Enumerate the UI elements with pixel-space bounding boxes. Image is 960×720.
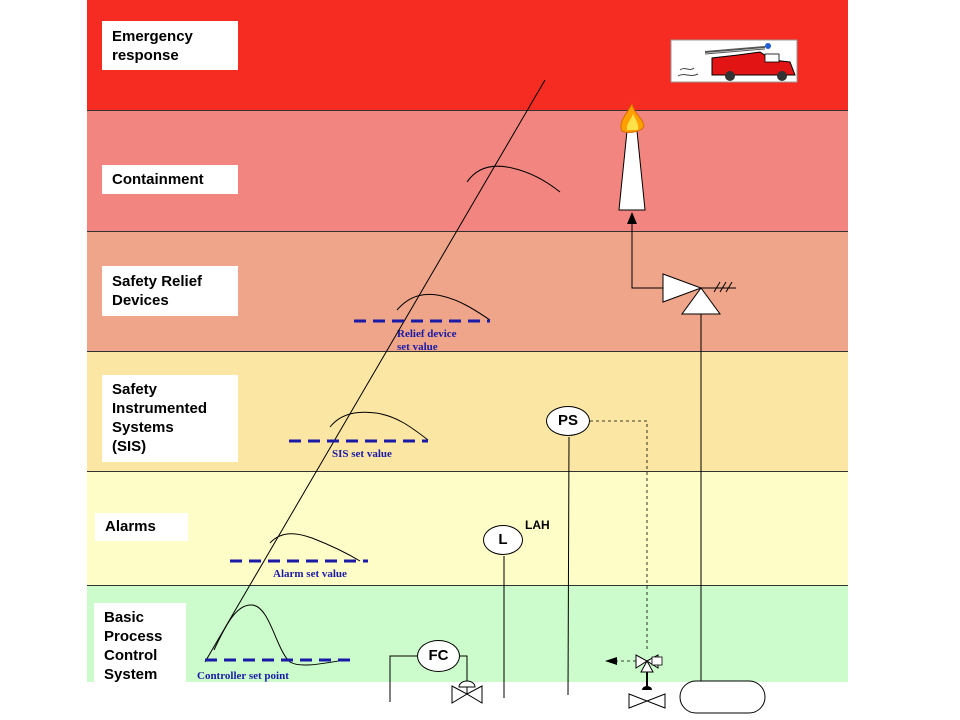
containment-excursion-curve xyxy=(466,165,561,193)
alarm-set-value-label: Alarm set value xyxy=(273,568,347,580)
ps-signal-line xyxy=(590,420,648,652)
level-instrument: L xyxy=(483,525,523,555)
band-alarms xyxy=(87,472,848,586)
sis-excursion-curve xyxy=(329,411,429,441)
control-valve-icon xyxy=(451,680,483,704)
ps-instrument: PS xyxy=(546,406,590,436)
sis-shutdown-valve-icon xyxy=(605,654,666,709)
relief-set-value-label: Relief device set value xyxy=(397,328,457,353)
flare-stack-icon xyxy=(618,102,646,211)
escalation-line xyxy=(204,79,546,663)
label-sis: Safety Instrumented Systems (SIS) xyxy=(102,375,238,462)
bpcs-excursion-curve xyxy=(213,604,346,666)
label-emergency-response: Emergency response xyxy=(102,21,238,70)
sis-set-value-label: SIS set value xyxy=(332,448,392,460)
controller-set-point-label: Controller set point xyxy=(197,670,289,682)
fire-truck-icon xyxy=(670,39,798,83)
label-alarms: Alarms xyxy=(95,513,188,541)
label-containment: Containment xyxy=(102,165,238,194)
fc-instrument: FC xyxy=(417,640,460,672)
fc-signal-line xyxy=(460,655,468,687)
flare-line-arrow xyxy=(627,212,637,224)
vessel-icon xyxy=(679,680,766,714)
fc-process-line xyxy=(389,655,417,702)
lah-tag: LAH xyxy=(525,518,550,532)
label-safety-relief-devices: Safety Relief Devices xyxy=(102,266,238,316)
alarm-excursion-curve xyxy=(269,533,361,562)
ps-process-line xyxy=(567,436,570,696)
label-bpcs: Basic Process Control System xyxy=(94,603,186,687)
relief-excursion-curve xyxy=(396,293,491,321)
flare-line xyxy=(631,222,663,289)
relief-valve-icon xyxy=(662,273,736,315)
